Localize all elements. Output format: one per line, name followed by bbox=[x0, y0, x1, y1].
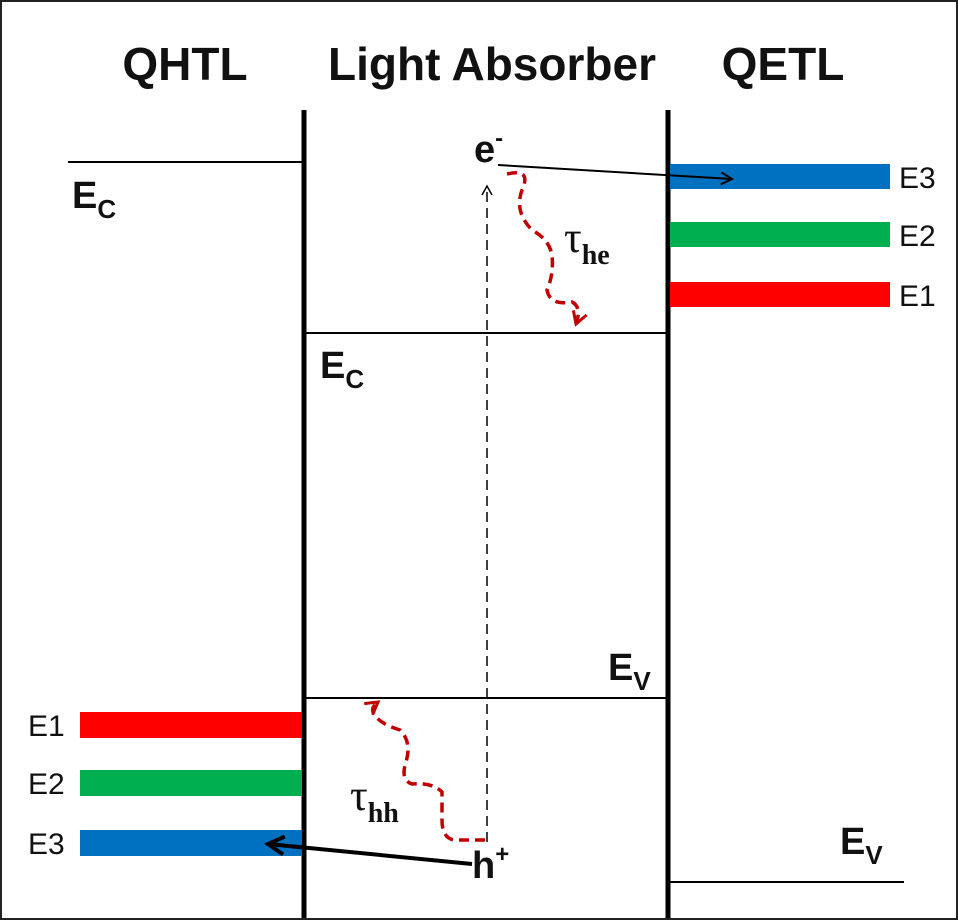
qetl-level-e2-label: E2 bbox=[899, 220, 936, 253]
tau-he-label: τhe bbox=[564, 213, 610, 271]
qetl-level-e3-label: E3 bbox=[899, 162, 936, 195]
absorber-ev-label: EV bbox=[608, 647, 651, 696]
hole-transfer-arrow bbox=[268, 844, 473, 866]
qhtl-level-e2-label: E2 bbox=[28, 768, 65, 801]
header-light-absorber: Light Absorber bbox=[328, 38, 656, 90]
electron-label: e- bbox=[474, 125, 503, 171]
hole-relaxation-path bbox=[364, 700, 485, 842]
tau-hh-label: τhh bbox=[350, 771, 399, 829]
electron-transfer-arrow bbox=[497, 164, 732, 179]
qetl-ev-label: EV bbox=[840, 821, 883, 870]
header-qhtl: QHTL bbox=[122, 38, 247, 90]
qhtl-level-e2 bbox=[80, 770, 302, 796]
qetl-level-e2 bbox=[670, 222, 890, 247]
absorber-ec-label: EC bbox=[320, 345, 364, 394]
qetl-level-e1 bbox=[670, 282, 890, 307]
electron-relaxation-path bbox=[506, 171, 588, 327]
qhtl-level-e1 bbox=[80, 712, 302, 738]
hole-label: h+ bbox=[472, 841, 509, 887]
qetl-level-e1-label: E1 bbox=[899, 280, 936, 313]
qhtl-level-e3-label: E3 bbox=[28, 828, 65, 861]
header-qetl: QETL bbox=[722, 38, 845, 90]
qhtl-level-e1-label: E1 bbox=[28, 710, 65, 743]
qhtl-ec-label: EC bbox=[72, 175, 116, 224]
